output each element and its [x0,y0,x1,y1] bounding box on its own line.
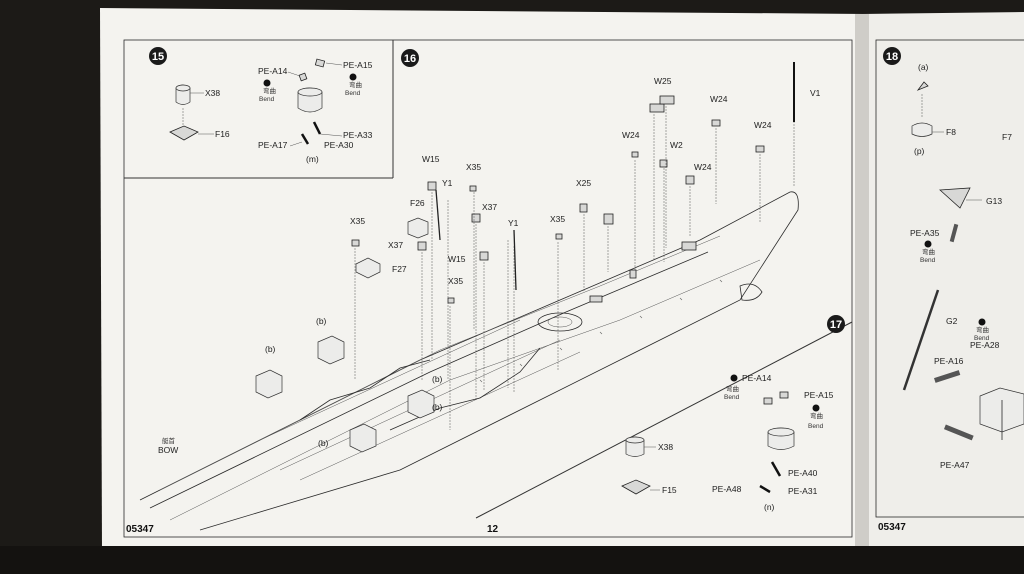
svg-text:PE-A15: PE-A15 [343,60,373,70]
svg-text:弯曲: 弯曲 [922,247,935,256]
svg-text:Bend: Bend [345,90,361,97]
step-16-badge: 16 [401,49,419,67]
svg-text:弯曲: 弯曲 [810,411,823,420]
svg-text:PE-A14: PE-A14 [258,66,288,76]
svg-text:F27: F27 [392,264,407,274]
svg-text:F16: F16 [215,129,230,139]
svg-text:16: 16 [404,53,416,65]
svg-text:W15: W15 [448,254,466,264]
step-15-badge: 15 [149,47,167,65]
svg-text:X35: X35 [350,216,365,226]
right-code: 05347 [878,522,906,533]
svg-text:PE-A30: PE-A30 [324,140,354,150]
svg-text:F26: F26 [410,198,425,208]
svg-text:PE-A28: PE-A28 [970,340,1000,350]
svg-text:弯曲: 弯曲 [976,325,989,334]
svg-text:PE-A47: PE-A47 [940,460,970,470]
svg-text:(b): (b) [265,344,276,354]
svg-text:PE-A15: PE-A15 [804,390,834,400]
svg-text:(p): (p) [914,146,925,156]
svg-text:PE-A14: PE-A14 [742,373,772,383]
svg-text:PE-A35: PE-A35 [910,228,940,238]
step-17-drawing: X38 F15 PE-A14 弯曲 Bend PE-A15 弯曲 Bend PE… [621,373,834,512]
svg-text:PE-A48: PE-A48 [712,484,742,494]
svg-text:W24: W24 [694,162,712,172]
svg-text:PE-A17: PE-A17 [258,140,288,150]
svg-text:艇首: 艇首 [162,436,176,445]
svg-text:(b): (b) [316,316,327,326]
step-16-hull-drawing: (b) (b) (b) (b) (b) [139,62,821,531]
svg-text:X37: X37 [482,202,497,212]
svg-text:Y1: Y1 [442,178,453,188]
svg-text:18: 18 [886,51,898,63]
svg-text:X38: X38 [205,88,220,98]
svg-text:Bend: Bend [974,335,990,342]
svg-text:PE-A40: PE-A40 [788,468,818,478]
step-17-badge: 17 [827,315,845,333]
svg-text:X38: X38 [658,442,673,452]
svg-text:Bend: Bend [724,394,740,401]
svg-text:X35: X35 [448,276,463,286]
svg-text:(a): (a) [918,62,929,72]
page-fold-shadow [855,14,869,548]
svg-text:X35: X35 [550,214,565,224]
svg-text:Bend: Bend [808,423,824,430]
svg-text:F15: F15 [662,485,677,495]
svg-text:F8: F8 [946,127,956,137]
svg-text:PE-A31: PE-A31 [788,486,818,496]
svg-text:弯曲: 弯曲 [726,384,739,393]
svg-text:(b): (b) [432,402,443,412]
svg-text:(b): (b) [432,374,443,384]
step-15-drawing: X38 F16 PE-A14 弯曲 Bend PE-A15 弯曲 Bend PE… [169,58,373,164]
left-page [100,8,866,552]
svg-text:V1: V1 [810,88,821,98]
left-code: 05347 [126,524,154,535]
svg-text:G2: G2 [946,316,958,326]
svg-text:弯曲: 弯曲 [349,80,362,89]
svg-text:W24: W24 [754,120,772,130]
step-18-badge: 18 [883,47,901,65]
svg-text:BOW: BOW [158,445,178,455]
svg-text:15: 15 [152,51,164,63]
svg-text:PE-A33: PE-A33 [343,130,373,140]
svg-text:X25: X25 [576,178,591,188]
right-frame [875,39,1024,518]
svg-text:(m): (m) [306,154,319,164]
step17-divider [475,321,853,519]
svg-text:W24: W24 [622,130,640,140]
svg-text:17: 17 [830,319,842,331]
svg-text:X37: X37 [388,240,403,250]
svg-text:(b): (b) [318,438,329,448]
svg-text:Y1: Y1 [508,218,519,228]
page-number: 12 [487,524,499,535]
left-frame [123,39,853,538]
svg-text:弯曲: 弯曲 [263,86,276,95]
svg-text:Bend: Bend [259,96,275,103]
svg-text:G13: G13 [986,196,1002,206]
svg-text:Bend: Bend [920,257,936,264]
step-18-drawing: (a) F8 (p) F7 G13 PE-A35 弯曲 Bend G2 弯曲 B… [902,62,1024,470]
svg-text:W24: W24 [710,94,728,104]
svg-text:F7: F7 [1002,132,1012,142]
svg-text:PE-A16: PE-A16 [934,356,964,366]
svg-text:X35: X35 [466,162,481,172]
svg-text:W2: W2 [670,140,683,150]
svg-text:(n): (n) [764,502,775,512]
svg-text:W25: W25 [654,76,672,86]
svg-text:W15: W15 [422,154,440,164]
